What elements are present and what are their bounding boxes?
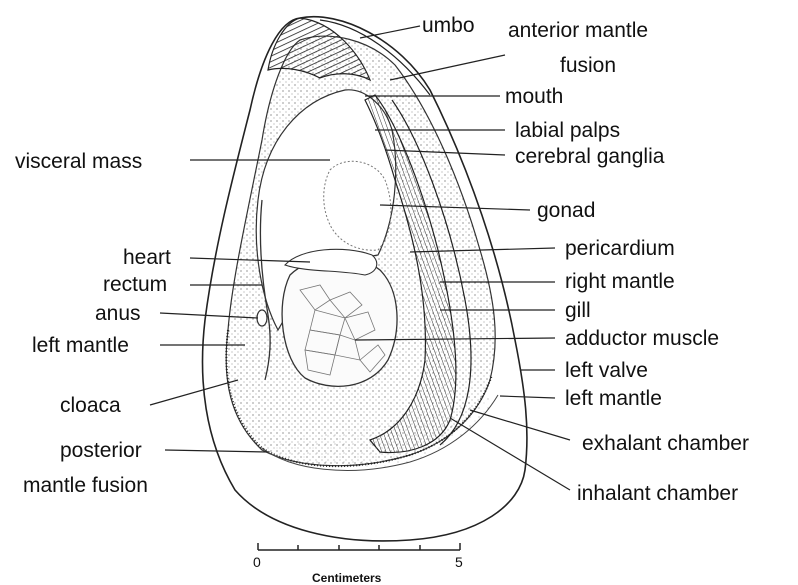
label-gill: gill [565, 299, 591, 322]
label-rectum: rectum [103, 273, 167, 296]
label-anus: anus [95, 302, 141, 325]
label-left-mantle-left: left mantle [32, 334, 129, 357]
scale-max-label: 5 [455, 554, 463, 570]
label-posterior-mantle-fusion-line1: posterior [60, 439, 142, 462]
scale-unit-label: Centimeters [312, 571, 382, 585]
label-anterior-mantle-fusion-line1: anterior mantle [508, 19, 648, 42]
anus [257, 310, 267, 326]
label-umbo: umbo [422, 14, 475, 37]
scale-min-label: 0 [253, 554, 261, 570]
label-left-mantle-right: left mantle [565, 387, 662, 410]
label-gonad: gonad [537, 199, 595, 222]
label-posterior-mantle-fusion-line2: mantle fusion [23, 474, 148, 497]
scale-bar: 0 5 Centimeters [253, 543, 463, 585]
label-left-valve: left valve [565, 359, 648, 382]
label-mouth: mouth [505, 85, 563, 108]
label-cloaca: cloaca [60, 394, 121, 417]
label-labial-palps: labial palps [515, 119, 620, 142]
label-heart: heart [123, 246, 171, 269]
label-right-mantle: right mantle [565, 270, 675, 293]
label-cerebral-ganglia: cerebral ganglia [515, 145, 665, 168]
label-adductor-muscle: adductor muscle [565, 327, 719, 350]
label-pericardium: pericardium [565, 237, 675, 260]
label-anterior-mantle-fusion-line2: fusion [560, 54, 616, 77]
label-visceral-mass: visceral mass [15, 150, 142, 173]
label-exhalant-chamber: exhalant chamber [582, 432, 749, 455]
adductor-muscle [282, 257, 397, 386]
label-inhalant-chamber: inhalant chamber [577, 482, 738, 505]
